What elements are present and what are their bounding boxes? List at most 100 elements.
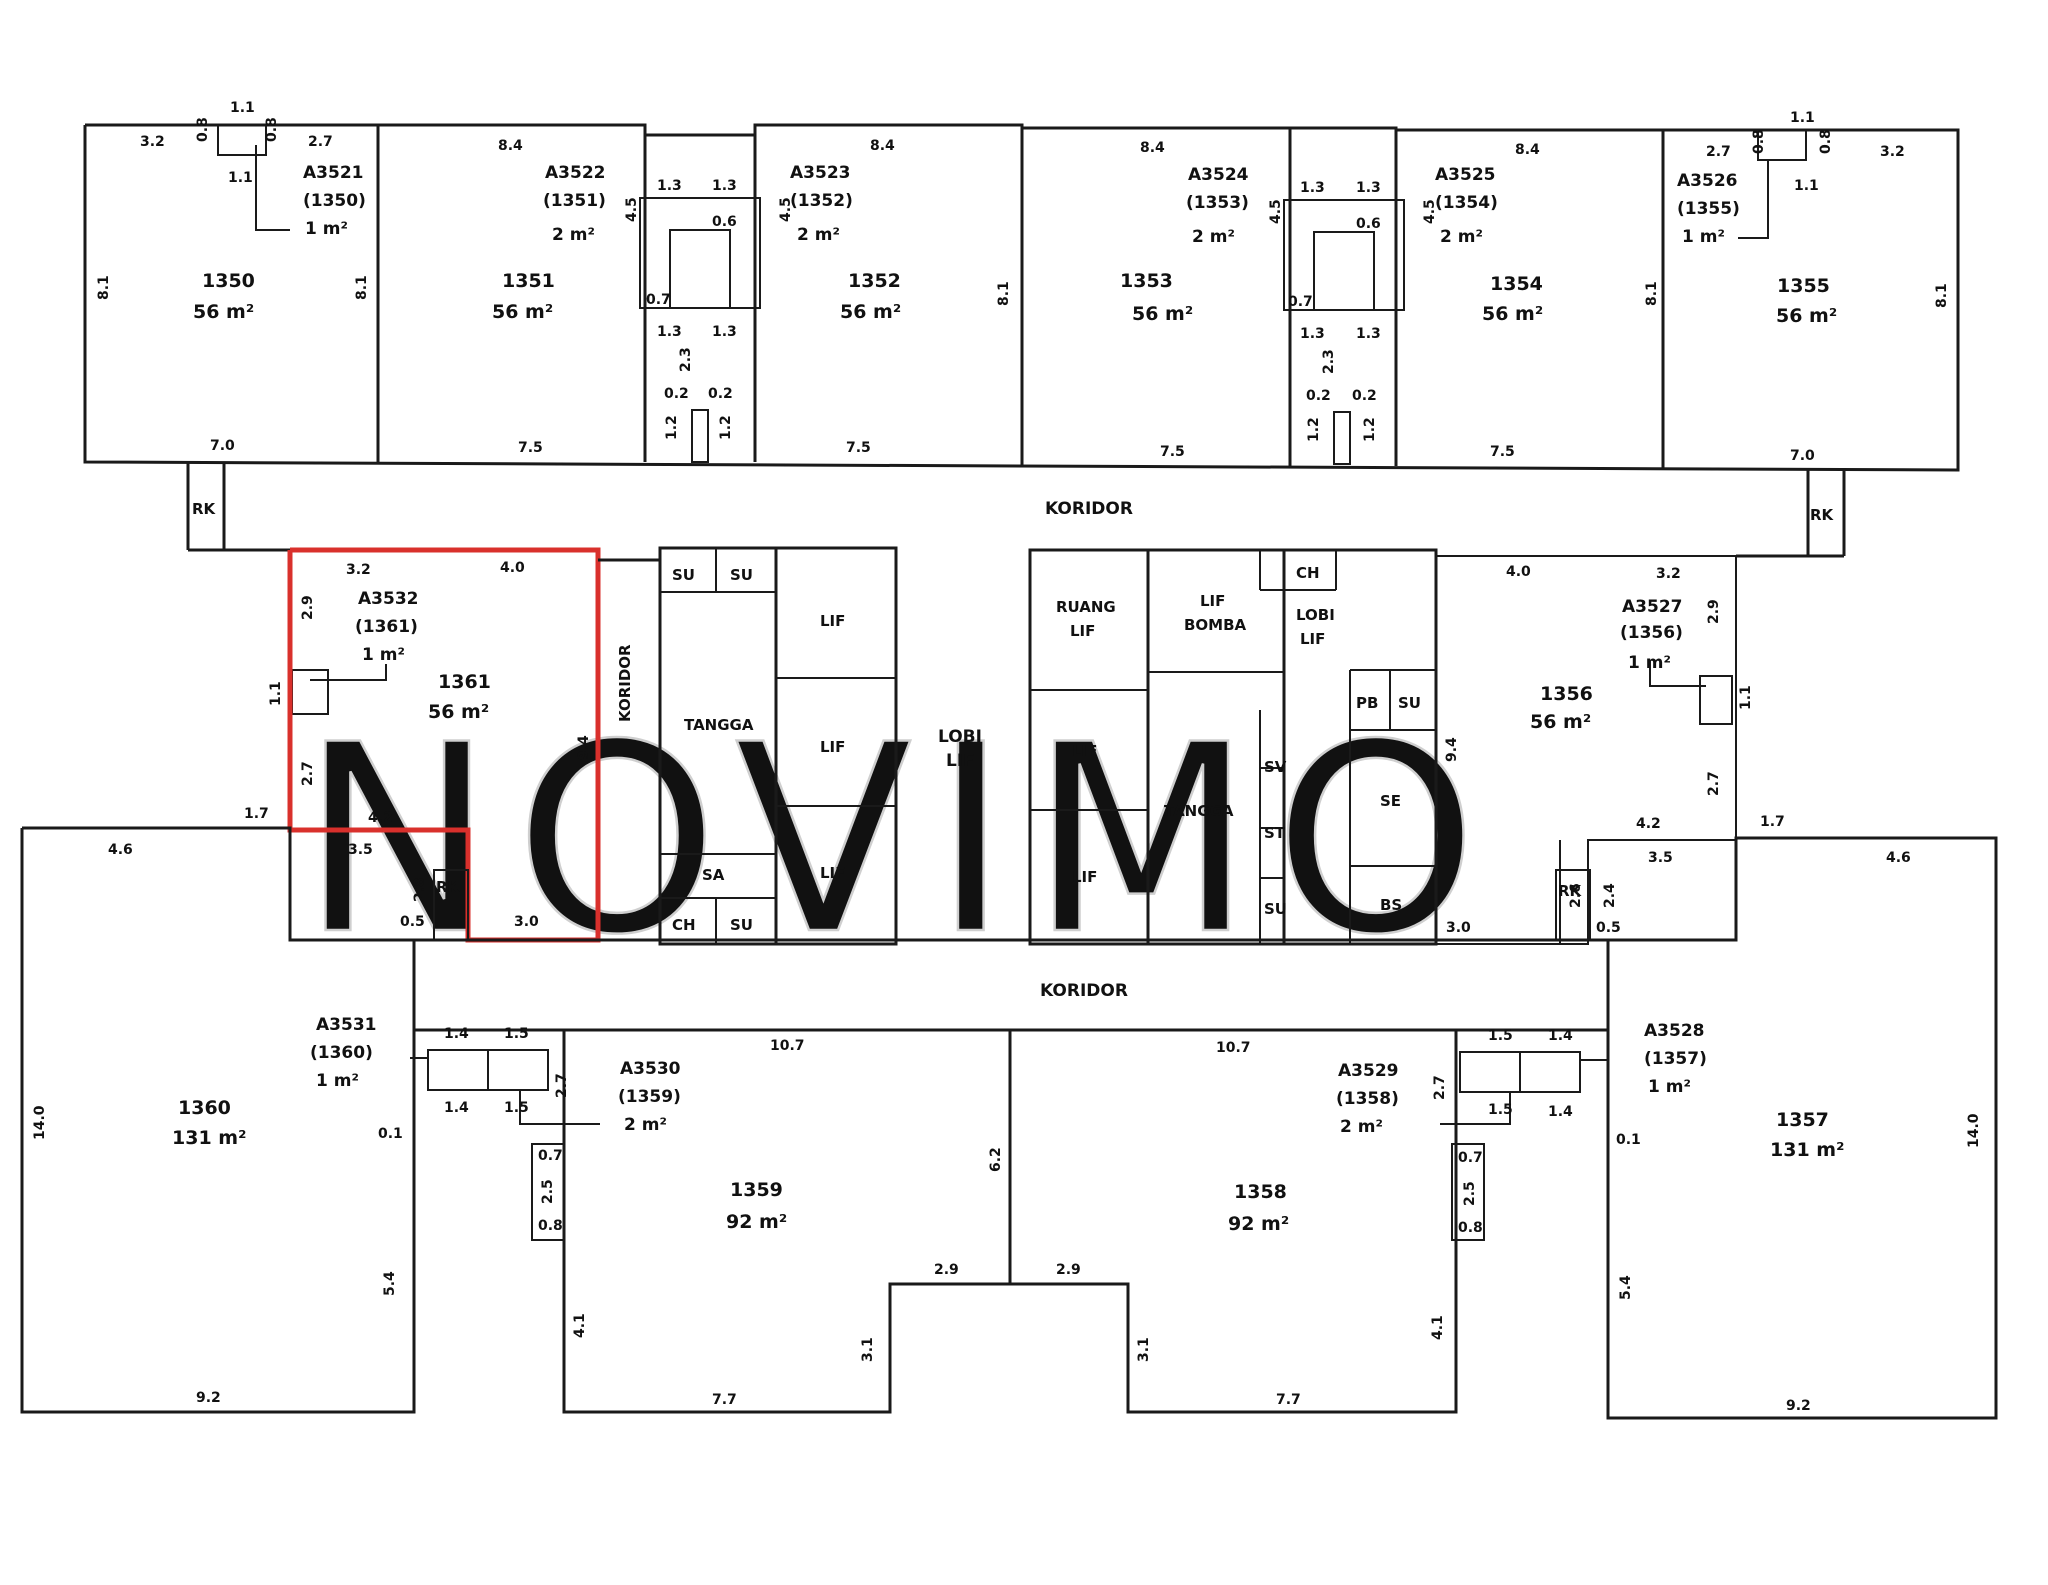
accessory-code: A3532 [358, 589, 418, 609]
svg-text:0.8: 0.8 [1751, 129, 1767, 154]
accessory-area: 2 m² [1340, 1117, 1383, 1137]
unit-1356[interactable]: 1356 56 m² A3527 (1356) 1 m² [1435, 555, 1737, 945]
accessory-area: 1 m² [1682, 227, 1725, 247]
svg-text:0.6: 0.6 [1356, 216, 1381, 232]
svg-text:8.4: 8.4 [870, 138, 895, 154]
unit-area: 56 m² [1482, 303, 1543, 325]
svg-text:1.3: 1.3 [1356, 326, 1381, 342]
fire-lift-label: LIF [1200, 592, 1225, 610]
riser-label: RK [1810, 506, 1835, 524]
unit-1359[interactable]: 1359 92 m² A3530 (1359) 2 m² [531, 1028, 1012, 1414]
service-unit-label: SU [730, 916, 753, 934]
unit-1353[interactable]: 1353 56 m² A3524 (1353) 2 m² [1120, 165, 1249, 325]
svg-text:4.1: 4.1 [572, 1313, 588, 1338]
svg-text:7.0: 7.0 [210, 438, 235, 454]
svg-text:1.3: 1.3 [1356, 180, 1381, 196]
accessory-sub: (1351) [543, 191, 606, 211]
staircase-label: TANGGA [1164, 802, 1234, 820]
sa-label: SA [702, 866, 725, 884]
lift-label: LIF [820, 612, 845, 630]
unit-1355[interactable]: 1355 56 m² A3526 (1355) 1 m² [1677, 171, 1837, 327]
svg-text:4.5: 4.5 [624, 197, 640, 222]
svg-text:8.1: 8.1 [996, 281, 1012, 306]
corridor-label: KORIDOR [616, 644, 634, 722]
unit-1360[interactable]: 1360 131 m² A3531 (1360) 1 m² [20, 826, 600, 1414]
svg-text:3.2: 3.2 [346, 562, 371, 578]
svg-text:3.0: 3.0 [514, 914, 539, 930]
svg-text:0.8: 0.8 [1818, 129, 1834, 154]
svg-text:8.4: 8.4 [1140, 140, 1165, 156]
accessory-sub: (1355) [1677, 199, 1740, 219]
unit-1350[interactable]: 1350 56 m² A3521 (1350) 1 m² [193, 163, 366, 323]
svg-text:5.4: 5.4 [1618, 1275, 1634, 1300]
svg-text:1.3: 1.3 [1300, 180, 1325, 196]
unit-area: 56 m² [1530, 711, 1591, 733]
svg-text:2.3: 2.3 [678, 347, 694, 372]
accessory-area: 2 m² [1440, 227, 1483, 247]
unit-number: 1350 [202, 270, 255, 292]
accessory-area: 1 m² [1628, 653, 1671, 673]
unit-1357[interactable]: 1357 131 m² A3528 (1357) 1 m² [1440, 836, 1998, 1420]
service-unit-label: SU [730, 566, 753, 584]
unit-number: 1359 [730, 1179, 783, 1201]
unit-area: 56 m² [492, 301, 553, 323]
lobby-lift-label: LIF [1300, 630, 1325, 648]
fire-lift-label: BOMBA [1184, 616, 1247, 634]
unit-1358[interactable]: 1358 92 m² A3529 (1358) 2 m² [1010, 1028, 1485, 1414]
unit-area: 56 m² [193, 301, 254, 323]
svg-text:1.1: 1.1 [1790, 110, 1815, 126]
unit-1351[interactable]: 1351 56 m² A3522 (1351) 2 m² [492, 163, 606, 323]
svg-text:0.8: 0.8 [538, 1218, 563, 1234]
se-label: SE [1380, 792, 1401, 810]
svg-text:1.1: 1.1 [1794, 178, 1819, 194]
svg-text:7.5: 7.5 [1160, 444, 1185, 460]
svg-text:2.9: 2.9 [1056, 1262, 1081, 1278]
accessory-code: A3522 [545, 163, 605, 183]
svg-text:8.4: 8.4 [1515, 142, 1540, 158]
svg-text:2.7: 2.7 [300, 761, 316, 786]
svg-text:8.1: 8.1 [96, 275, 112, 300]
unit-area: 131 m² [1770, 1139, 1844, 1161]
svg-text:7.5: 7.5 [518, 440, 543, 456]
svg-text:1.5: 1.5 [1488, 1102, 1513, 1118]
svg-text:5.4: 5.4 [382, 1271, 398, 1296]
svg-text:7.5: 7.5 [846, 440, 871, 456]
svg-text:0.1: 0.1 [1616, 1132, 1641, 1148]
riser-box [433, 869, 469, 941]
unit-1352[interactable]: 1352 56 m² A3523 (1352) 2 m² [790, 163, 901, 323]
svg-text:1.4: 1.4 [444, 1026, 469, 1042]
svg-text:7.0: 7.0 [1790, 448, 1815, 464]
lobby-label: LOBI [938, 727, 982, 747]
svg-text:9.2: 9.2 [1786, 1398, 1811, 1414]
riser-box [1555, 869, 1591, 941]
svg-text:7.7: 7.7 [712, 1392, 737, 1408]
ch-label: CH [1296, 564, 1320, 582]
svg-text:1.4: 1.4 [444, 1100, 469, 1116]
lift-label: LIF [1072, 742, 1097, 760]
svg-text:9.2: 9.2 [196, 1390, 221, 1406]
accessory-code: A3524 [1188, 165, 1249, 185]
service-unit-label: SU [1398, 694, 1421, 712]
svg-text:1.2: 1.2 [1362, 417, 1378, 442]
accessory-area: 2 m² [797, 225, 840, 245]
lower-dimensions: 3.2 4.0 1.7 4.2 3.5 4.6 0.5 3.0 1.4 1.5 … [32, 560, 1982, 1414]
watermark: NOVIMO [300, 690, 1498, 992]
unit-area: 92 m² [1228, 1213, 1289, 1235]
svg-text:0.8: 0.8 [1458, 1220, 1483, 1236]
unit-1354[interactable]: 1354 56 m² A3525 (1354) 2 m² [1435, 165, 1543, 325]
unit-number: 1356 [1540, 683, 1593, 705]
svg-text:2.3: 2.3 [1321, 349, 1337, 374]
accessory-sub: (1356) [1620, 623, 1683, 643]
svg-text:3.2: 3.2 [1880, 144, 1905, 160]
riser-label: RK [192, 500, 217, 518]
svg-text:1.4: 1.4 [1548, 1104, 1573, 1120]
svg-text:0.8: 0.8 [264, 117, 280, 142]
pb-label: PB [1356, 694, 1378, 712]
svg-text:1.3: 1.3 [712, 178, 737, 194]
svg-text:0.1: 0.1 [378, 1126, 403, 1142]
svg-text:4.6: 4.6 [1886, 850, 1911, 866]
accessory-code: A3528 [1644, 1021, 1704, 1041]
lift-label: LIF [1072, 868, 1097, 886]
accessory-code: A3529 [1338, 1061, 1398, 1081]
svg-text:4.0: 4.0 [500, 560, 525, 576]
